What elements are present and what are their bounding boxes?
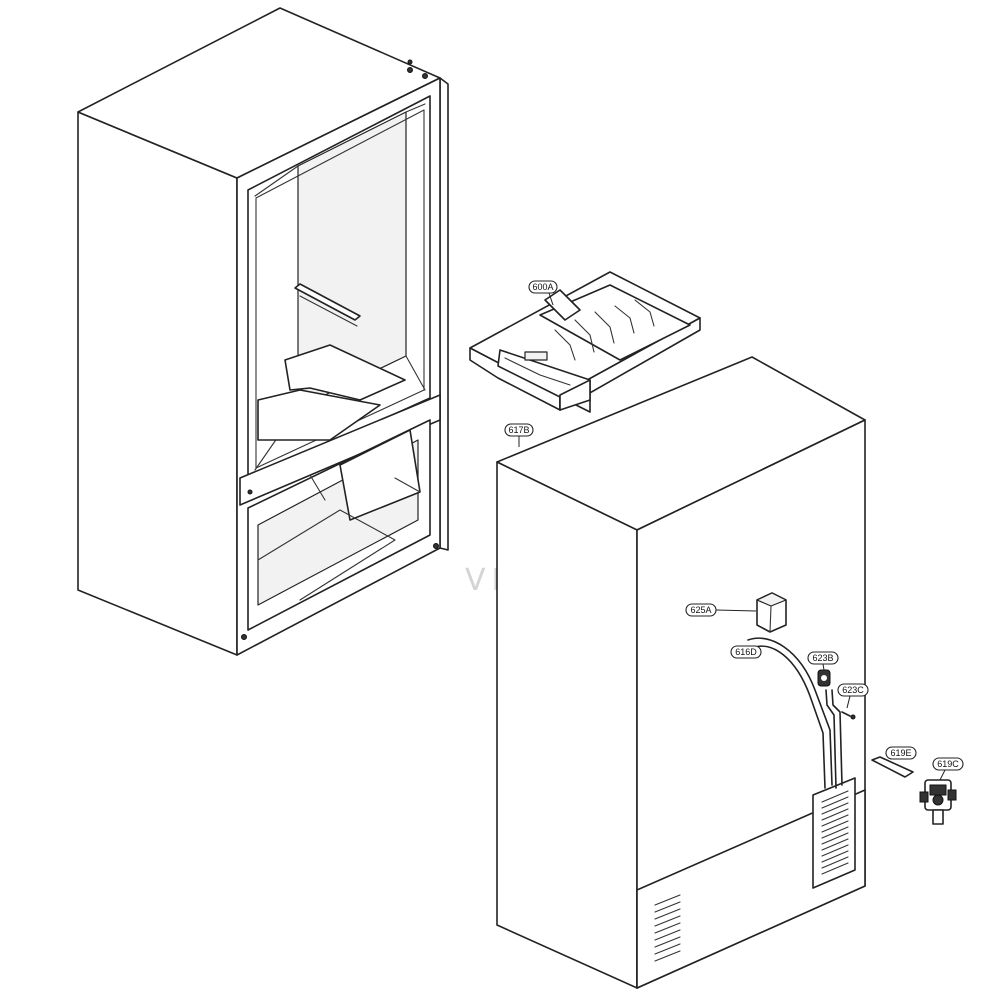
callout-619E[interactable]: 619E bbox=[885, 746, 917, 760]
callout-label: 619E bbox=[890, 748, 911, 758]
callout-label: 623C bbox=[842, 685, 864, 695]
vent-grille-lower bbox=[654, 894, 681, 962]
callout-label: 625A bbox=[690, 605, 711, 615]
callout-label: 617B bbox=[508, 425, 529, 435]
refrigerator-cabinet-front bbox=[77, 7, 449, 656]
screw bbox=[422, 73, 428, 79]
water-tube bbox=[747, 637, 833, 786]
callout-625A[interactable]: 625A bbox=[685, 603, 757, 617]
vent-grille bbox=[821, 790, 849, 875]
callout-label: 616D bbox=[735, 647, 757, 657]
callout-623C[interactable]: 623C bbox=[837, 683, 869, 709]
mullion bbox=[239, 394, 441, 506]
cabinet-left-side bbox=[77, 111, 238, 656]
water-valve bbox=[919, 779, 957, 825]
screw bbox=[241, 634, 247, 640]
crisper-plate bbox=[284, 344, 406, 401]
callout-label: 623B bbox=[812, 653, 833, 663]
screw bbox=[407, 59, 413, 65]
callout-616D[interactable]: 616D bbox=[730, 645, 762, 659]
cabinet-right-edge bbox=[439, 77, 449, 551]
machine-compartment-cover bbox=[636, 789, 866, 989]
rear-cabinet-side bbox=[496, 461, 638, 989]
screw bbox=[407, 67, 413, 73]
screw-623c bbox=[841, 711, 851, 717]
callout-label: 619C bbox=[937, 759, 959, 769]
refrigerator-cabinet-rear bbox=[496, 356, 866, 989]
crisper-floor bbox=[257, 389, 381, 441]
shelf-rail bbox=[294, 283, 361, 321]
callout-619C[interactable]: 619C bbox=[932, 757, 964, 781]
callout-617B[interactable]: 617B bbox=[504, 423, 534, 447]
callout-600A[interactable]: 600A bbox=[528, 280, 558, 306]
foam-strip bbox=[871, 756, 914, 778]
callout-label: 600A bbox=[532, 282, 553, 292]
screw bbox=[433, 543, 439, 549]
callout-623B[interactable]: 623B bbox=[807, 651, 839, 671]
ice-maker-assembly bbox=[469, 271, 701, 413]
